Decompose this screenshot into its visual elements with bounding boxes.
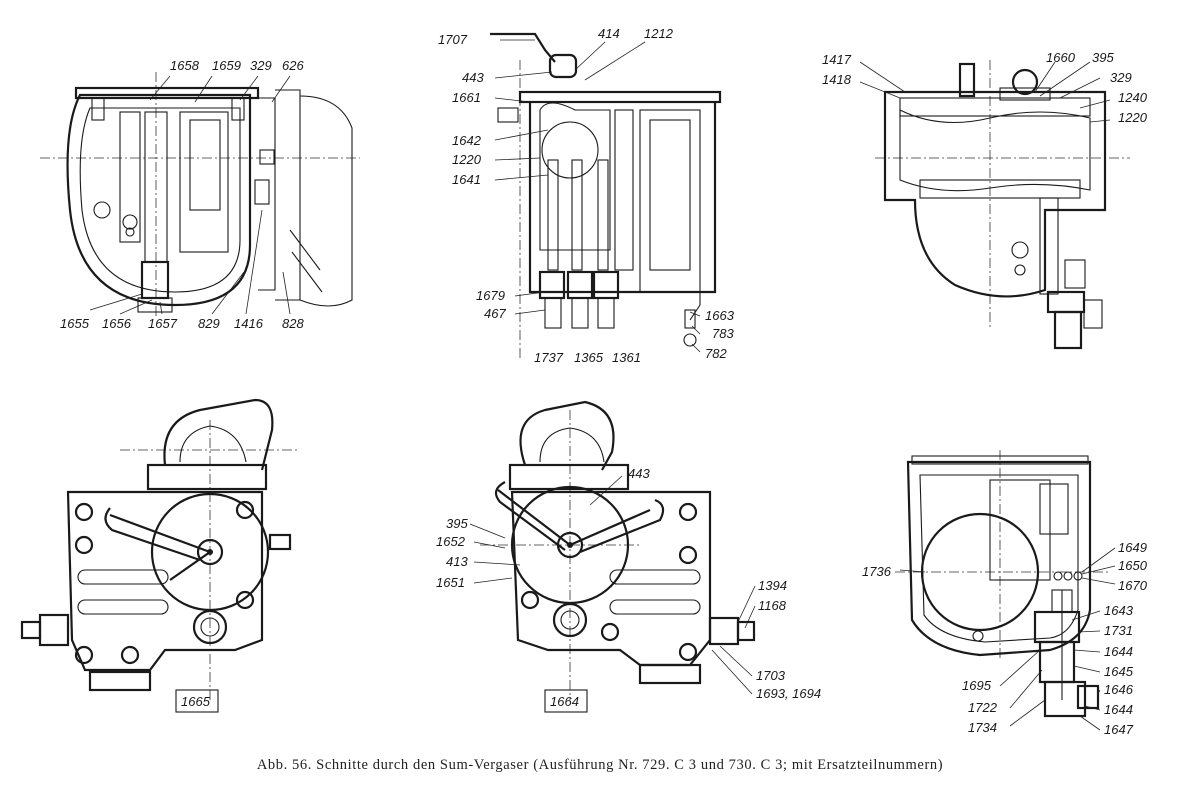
label-1651: 1651	[436, 575, 465, 590]
label-1418: 1418	[822, 72, 852, 87]
label-782: 782	[705, 346, 727, 361]
label-1655: 1655	[60, 316, 90, 331]
label-1707: 1707	[438, 32, 468, 47]
label-395: 395	[1092, 50, 1114, 65]
label-783: 783	[712, 326, 734, 341]
label-1212: 1212	[644, 26, 674, 41]
label-1657: 1657	[148, 316, 178, 331]
label-1650: 1650	[1118, 558, 1148, 573]
view-bottom-left: 1665	[20, 398, 300, 713]
label-1240: 1240	[1118, 90, 1148, 105]
label-329: 329	[1110, 70, 1132, 85]
label-1660: 1660	[1046, 50, 1076, 65]
label-1722: 1722	[968, 700, 998, 715]
label-1693-1694: 1693, 1694	[756, 686, 821, 701]
label-1658: 1658	[170, 58, 200, 73]
label-1661: 1661	[452, 90, 481, 105]
view-top-left: 1658 1659 329 626 1655 1656 1657 829 141…	[40, 58, 360, 331]
label-1670: 1670	[1118, 578, 1148, 593]
tag-1665: 1665	[181, 694, 211, 709]
label-1220: 1220	[452, 152, 482, 167]
label-413: 413	[446, 554, 468, 569]
label-1417: 1417	[822, 52, 852, 67]
label-1659: 1659	[212, 58, 241, 73]
label-1361: 1361	[612, 350, 641, 365]
label-1365: 1365	[574, 350, 604, 365]
label-414: 414	[598, 26, 620, 41]
label-329: 329	[250, 58, 272, 73]
view-bottom-right: 1736 1649 1650 1670 1643 1731 1644 1645 …	[862, 450, 1148, 737]
label-1645: 1645	[1104, 664, 1134, 679]
view-top-center: 1707 414 1212 443 1661 1642 1220 1641 16…	[438, 26, 735, 365]
label-1647: 1647	[1104, 722, 1134, 737]
label-828: 828	[282, 316, 304, 331]
label-1663: 1663	[705, 308, 735, 323]
label-1644b: 1644	[1104, 702, 1133, 717]
label-1652: 1652	[436, 534, 466, 549]
label-626: 626	[282, 58, 304, 73]
label-1656: 1656	[102, 316, 132, 331]
label-1679: 1679	[476, 288, 505, 303]
label-1731: 1731	[1104, 623, 1133, 638]
label-1394: 1394	[758, 578, 787, 593]
label-1168: 1168	[758, 598, 787, 613]
label-1642: 1642	[452, 133, 482, 148]
label-443: 443	[628, 466, 650, 481]
label-1643: 1643	[1104, 603, 1134, 618]
label-829: 829	[198, 316, 220, 331]
label-395: 395	[446, 516, 468, 531]
label-1734: 1734	[968, 720, 997, 735]
tag-1664: 1664	[550, 694, 579, 709]
label-1736: 1736	[862, 564, 892, 579]
label-1641: 1641	[452, 172, 481, 187]
label-1703: 1703	[756, 668, 786, 683]
label-467: 467	[484, 306, 506, 321]
figure-caption: Abb. 56. Schnitte durch den Sum-Vergaser…	[256, 757, 944, 773]
view-bottom-center: 443 395 1652 413 1651 1394 1168 1703 169…	[436, 400, 821, 713]
label-1737: 1737	[534, 350, 564, 365]
label-1649: 1649	[1118, 540, 1147, 555]
label-443: 443	[462, 70, 484, 85]
label-1416: 1416	[234, 316, 264, 331]
label-1695: 1695	[962, 678, 992, 693]
label-1220: 1220	[1118, 110, 1148, 125]
label-1644: 1644	[1104, 644, 1133, 659]
label-1646: 1646	[1104, 682, 1134, 697]
view-top-right: 1417 1418 1660 395 329 1240 1220	[822, 50, 1148, 350]
